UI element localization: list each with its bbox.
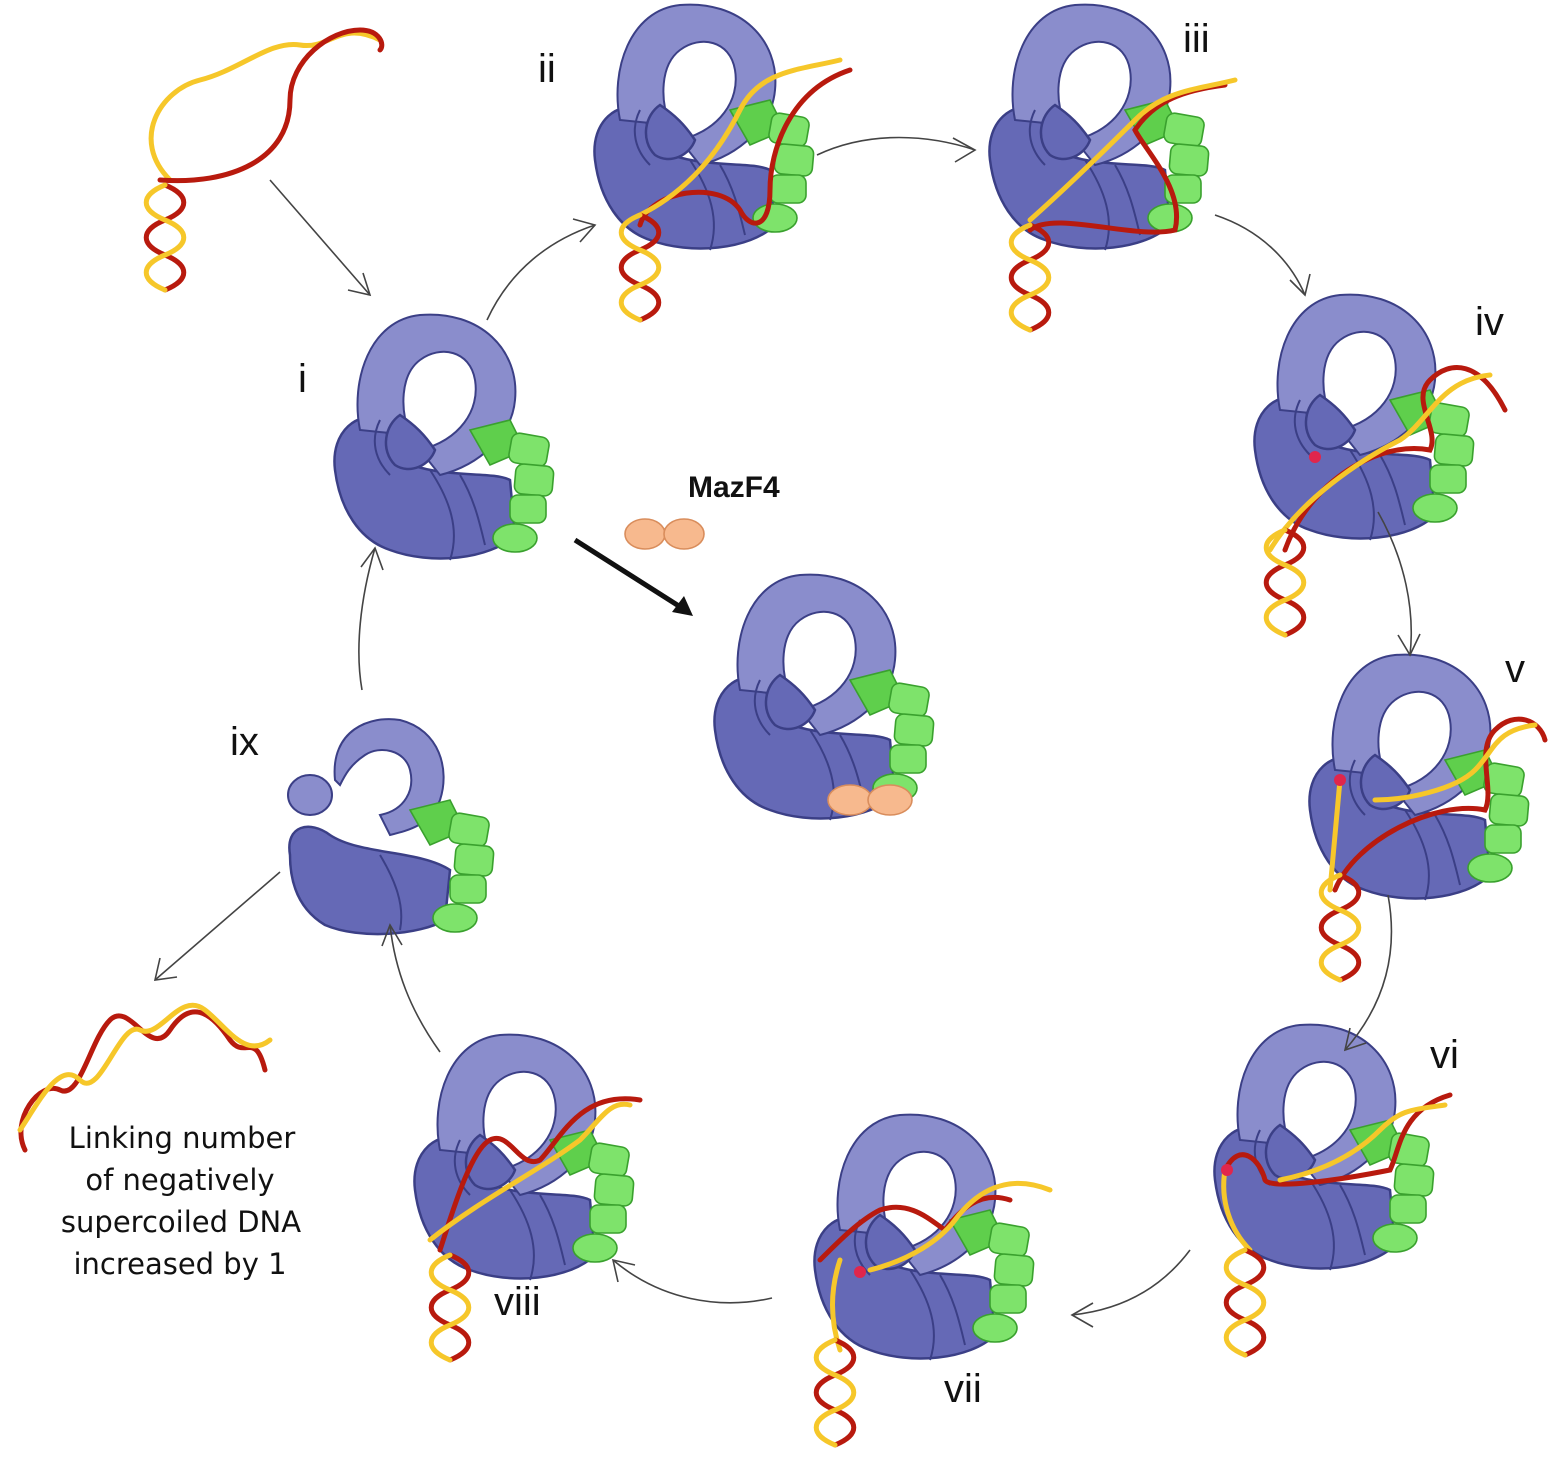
caption-line-4: increased by 1 bbox=[73, 1247, 286, 1281]
arrow-dna-to-i bbox=[269, 179, 371, 296]
label-ii: ii bbox=[538, 47, 556, 91]
stage-vii-helix bbox=[816, 1340, 854, 1445]
stage-iii-helix bbox=[1011, 225, 1049, 330]
dna-released-bottom-left bbox=[17, 1002, 273, 1153]
stage-v-enzyme bbox=[1308, 653, 1548, 902]
label-viii: viii bbox=[494, 1280, 541, 1324]
stage-iv-enzyme bbox=[1253, 293, 1508, 553]
label-ix: ix bbox=[230, 720, 259, 764]
mazf4-toxin-free bbox=[624, 518, 705, 550]
stage-v-helix bbox=[1321, 875, 1359, 980]
caption-line-2: of negatively bbox=[85, 1163, 274, 1197]
stage-viii-helix bbox=[431, 1255, 469, 1360]
dna-relaxed-top-left bbox=[146, 27, 385, 290]
label-mazf4: MazF4 bbox=[688, 471, 780, 504]
stage-vii-enzyme bbox=[813, 1113, 1053, 1362]
arrow-ix-to-dna bbox=[154, 871, 281, 981]
arrow-inhibition-head bbox=[672, 596, 693, 616]
stage-ii-enzyme bbox=[593, 3, 853, 252]
inhibited-complex-enzyme bbox=[713, 573, 936, 822]
stage-vi-helix bbox=[1226, 1250, 1264, 1355]
label-vi: vi bbox=[1430, 1033, 1459, 1077]
stage-ix-enzyme bbox=[287, 718, 496, 936]
stage-iii-enzyme bbox=[988, 3, 1238, 252]
stage-vi-enzyme bbox=[1213, 1023, 1453, 1272]
label-iii: iii bbox=[1183, 17, 1210, 61]
stage-viii-enzyme bbox=[413, 1033, 643, 1282]
label-vii: vii bbox=[944, 1367, 982, 1411]
label-v: v bbox=[1505, 647, 1525, 691]
cycle-arrows bbox=[358, 136, 1421, 1328]
arrow-inhibition bbox=[573, 537, 684, 611]
caption-line-1: Linking number bbox=[69, 1121, 296, 1155]
stage-i-enzyme bbox=[333, 313, 556, 562]
label-iv: iv bbox=[1475, 300, 1504, 344]
label-i: i bbox=[298, 357, 307, 401]
caption-line-3: supercoiled DNA bbox=[61, 1205, 301, 1239]
